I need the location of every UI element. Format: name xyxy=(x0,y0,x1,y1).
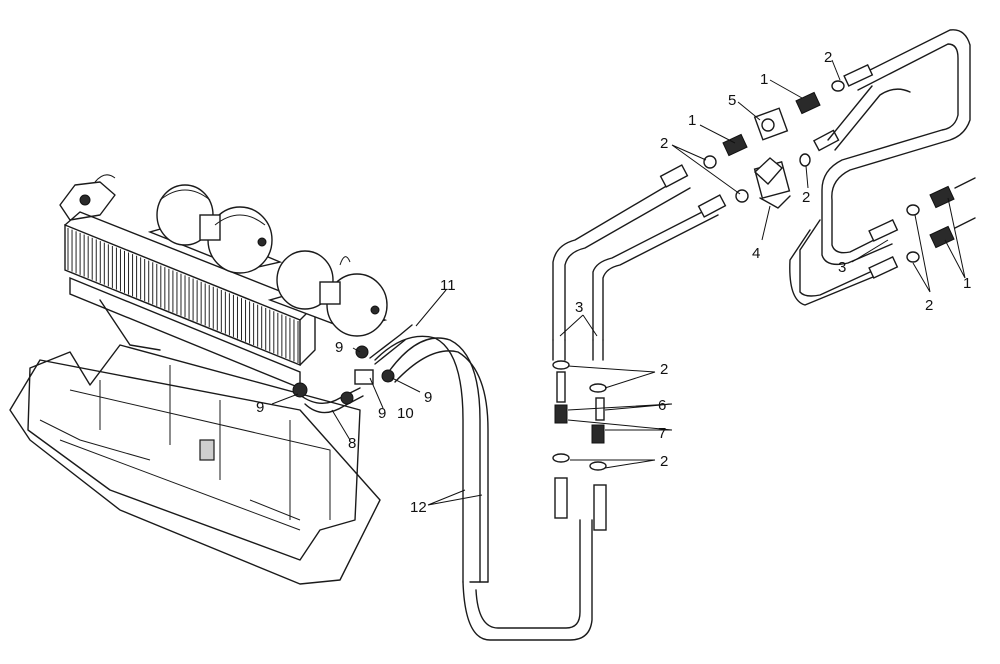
callout-11: 11 xyxy=(440,277,456,294)
callout-9: 9 xyxy=(335,339,343,356)
callout-9: 9 xyxy=(378,405,386,422)
callout-2: 2 xyxy=(660,135,668,152)
callout-7: 7 xyxy=(658,425,666,442)
callout-8: 8 xyxy=(348,435,356,452)
long-hoses xyxy=(374,335,593,641)
leader-lines xyxy=(271,59,966,506)
callout-3: 3 xyxy=(575,299,583,316)
callout-1: 1 xyxy=(963,275,971,292)
callout-2: 2 xyxy=(660,453,668,470)
pipe-fitting-stack xyxy=(552,339,607,531)
callout-9: 9 xyxy=(424,389,432,406)
callout-12: 12 xyxy=(410,499,427,516)
callout-2: 2 xyxy=(802,189,810,206)
callout-2: 2 xyxy=(660,361,668,378)
callout-3: 3 xyxy=(838,259,846,276)
callout-1: 1 xyxy=(688,112,696,129)
blower-motor-left xyxy=(147,184,283,274)
callout-labels: 1 1 1 5 2 2 2 2 2 2 4 3 3 6 7 11 9 9 9 9… xyxy=(256,49,971,516)
heater-core xyxy=(59,174,316,390)
callout-6: 6 xyxy=(658,397,666,414)
right-pipe-loop xyxy=(789,29,976,306)
blower-motor-right xyxy=(267,250,388,337)
callout-1: 1 xyxy=(760,71,768,88)
callout-2: 2 xyxy=(824,49,832,66)
valve-assembly xyxy=(703,80,845,209)
callout-5: 5 xyxy=(728,92,736,109)
callout-2: 2 xyxy=(925,297,933,314)
callout-10: 10 xyxy=(397,405,414,422)
heater-base-tray xyxy=(9,344,381,585)
small-hose-assembly xyxy=(292,324,413,414)
callout-9: 9 xyxy=(256,399,264,416)
upper-pipe-run xyxy=(552,164,727,341)
callout-4: 4 xyxy=(752,245,760,262)
